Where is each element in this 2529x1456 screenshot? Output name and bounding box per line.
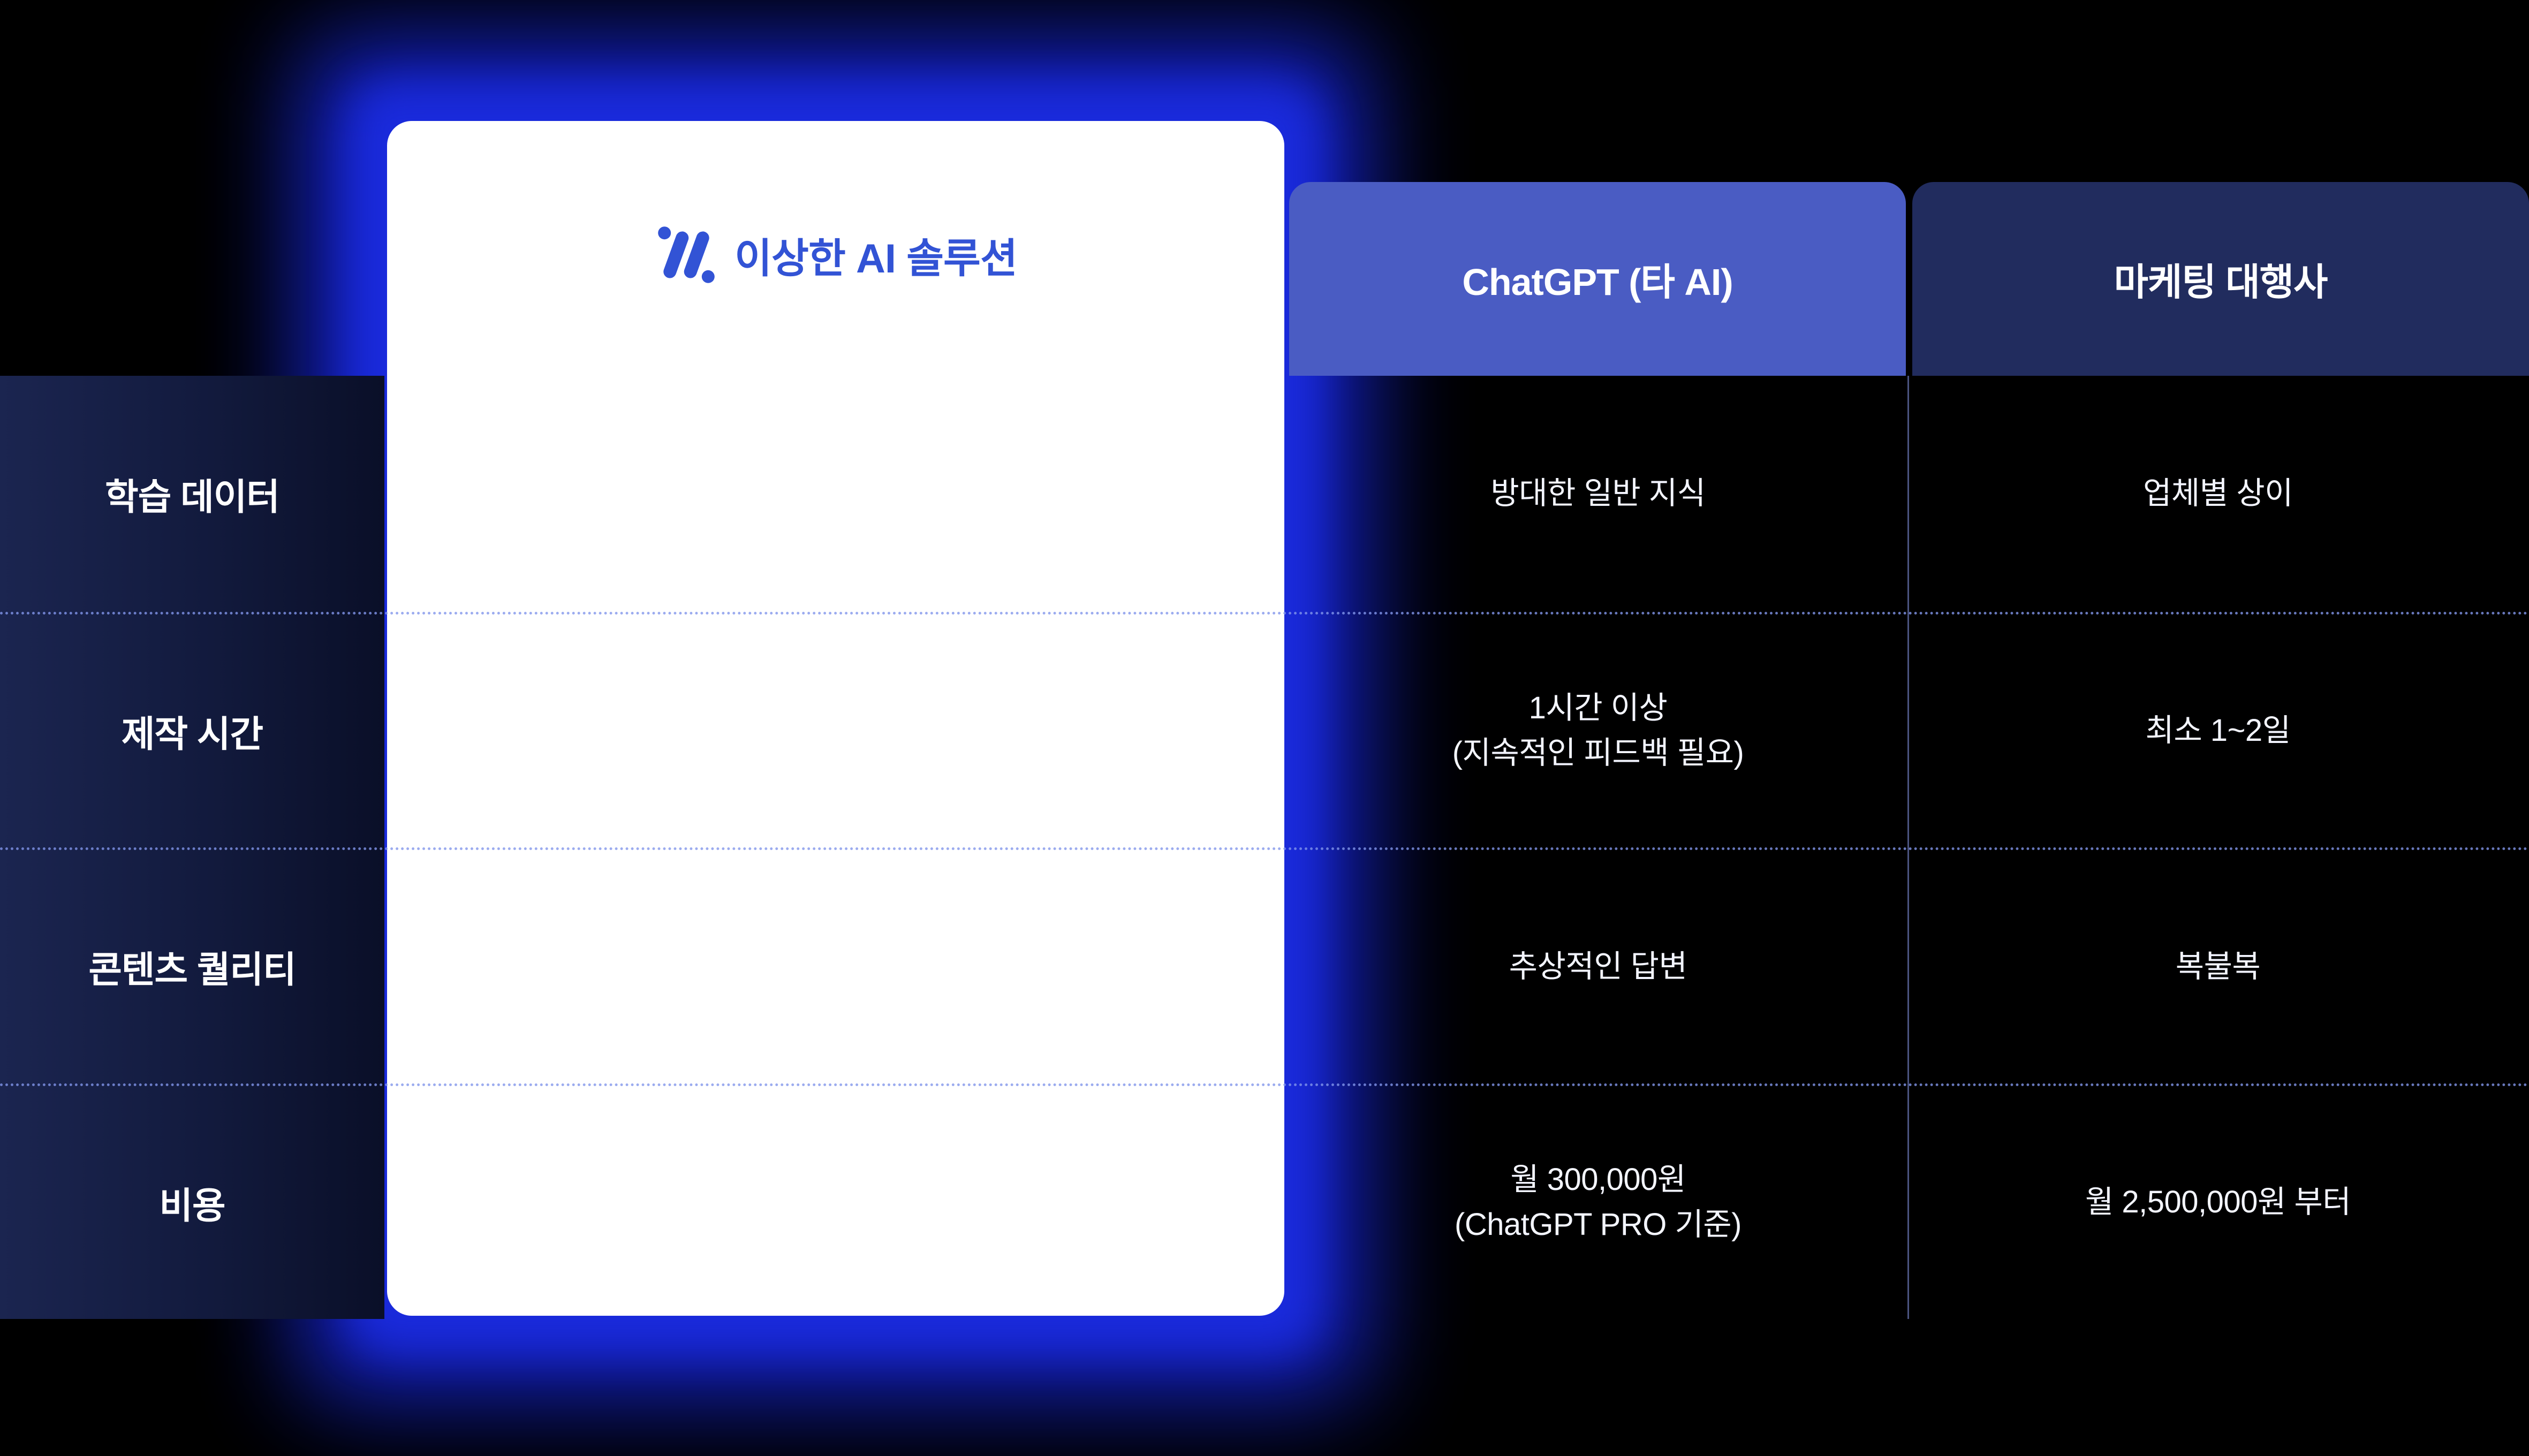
row-label: 학습 데이터 [105, 476, 280, 518]
agency-cell: 최소 1~2일 [1907, 708, 2529, 753]
cell-line: 추상적인 답변 [1509, 949, 1687, 984]
agency-cell: 업체별 상이 [1907, 471, 2529, 516]
row-label: 콘텐츠 퀄리티 [88, 950, 296, 991]
brand-slash-logo-icon [654, 223, 718, 287]
agency-cell: 월 2,500,000원 부터 [1907, 1180, 2529, 1225]
agency-cell: 복불복 [1907, 944, 2529, 989]
brand-name: 이상한 AI 솔루션 [735, 236, 1018, 282]
table-row: 학습 데이터 방대한 일반 지식 업체별 상이 [0, 376, 2529, 612]
cell-line: 복불복 [2175, 949, 2261, 984]
cell-line: 월 2,500,000원 부터 [2085, 1185, 2351, 1220]
cell-line: 업체별 상이 [2143, 476, 2293, 511]
cell-line: 방대한 일반 지식 [1490, 476, 1706, 511]
brand-card: 이상한 AI 솔루션 [387, 121, 1284, 1316]
chatgpt-cell: 월 300,000원 (ChatGPT PRO 기준) [1289, 1157, 1907, 1247]
chatgpt-cell: 방대한 일반 지식 [1289, 471, 1907, 516]
cell-line: (ChatGPT PRO 기준) [1455, 1207, 1741, 1242]
row-label: 제작 시간 [121, 714, 263, 755]
table-row: 콘텐츠 퀄리티 추상적인 답변 복불복 [0, 847, 2529, 1083]
column-header-agency: 마케팅 대행사 [1912, 182, 2529, 376]
chatgpt-cell: 추상적인 답변 [1289, 944, 1907, 989]
chatgpt-cell: 1시간 이상 (지속적인 피드백 필요) [1289, 686, 1907, 776]
cell-line: (지속적인 피드백 필요) [1452, 735, 1744, 771]
column-divider [1907, 376, 1909, 1319]
cell-line: 최소 1~2일 [2145, 713, 2291, 748]
brand-lockup: 이상한 AI 솔루션 [387, 223, 1284, 287]
cell-line: 1시간 이상 [1528, 691, 1668, 726]
column-header-chatgpt: ChatGPT (타 AI) [1289, 182, 1906, 376]
row-label: 비용 [159, 1185, 225, 1226]
cell-line: 월 300,000원 [1510, 1162, 1686, 1197]
table-body: 학습 데이터 방대한 일반 지식 업체별 상이 제작 시간 1시간 이상 (지속… [0, 376, 2529, 1319]
table-row: 제작 시간 1시간 이상 (지속적인 피드백 필요) 최소 1~2일 [0, 611, 2529, 848]
table-row: 비용 월 300,000원 (ChatGPT PRO 기준) 월 2,500,0… [0, 1083, 2529, 1320]
